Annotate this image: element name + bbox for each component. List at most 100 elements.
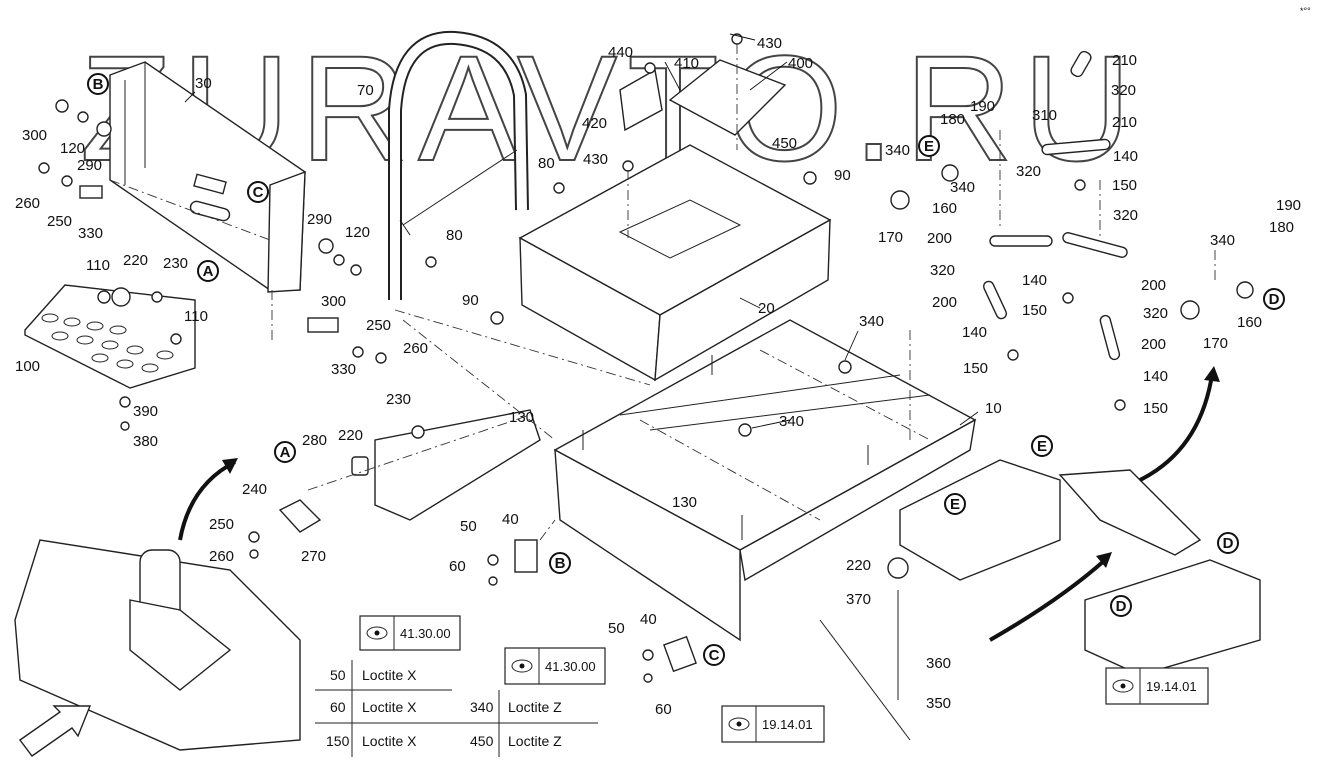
part-label: 290 [307, 211, 332, 228]
part-label: 120 [345, 224, 370, 241]
part-label: 90 [834, 167, 851, 184]
bracket-400 [619, 33, 787, 238]
part-label: 70 [357, 82, 374, 99]
part-label: 230 [163, 255, 188, 272]
part-label: 320 [1111, 82, 1136, 99]
loctite-product: Loctite X [362, 699, 417, 715]
part-label: 220 [846, 557, 871, 574]
part-label: 130 [672, 494, 697, 511]
loctite-part: 50 [330, 667, 346, 683]
part-label: 390 [133, 403, 158, 420]
part-label: 140 [1113, 148, 1138, 165]
part-label: 180 [940, 111, 965, 128]
reference-box: 41.30.00 [504, 647, 606, 685]
part-label: 420 [582, 115, 607, 132]
part-label: 90 [462, 292, 479, 309]
part-label: 220 [338, 427, 363, 444]
part-label: 380 [133, 433, 158, 450]
part-label: 220 [123, 252, 148, 269]
link-assembly [890, 50, 1254, 411]
curved-arrows [178, 366, 1220, 642]
part-label: 30 [195, 75, 212, 92]
part-label: 40 [502, 511, 519, 528]
detail-marker: D [1223, 535, 1234, 552]
loctite-part: 60 [330, 699, 346, 715]
part-label: 160 [932, 200, 957, 217]
loctite-product: Loctite X [362, 667, 417, 683]
part-label: 250 [209, 516, 234, 533]
part-label: 170 [1203, 335, 1228, 352]
brackets-40 [487, 539, 697, 683]
loctite-product: Loctite Z [508, 699, 562, 715]
part-label: 270 [301, 548, 326, 565]
reference-box: 19.14.01 [1105, 667, 1209, 705]
reference-code: 19.14.01 [1146, 679, 1197, 694]
part-labels: 30 300 120 290 260 250 330 290 120 300 1… [15, 35, 1301, 718]
part-label: 260 [209, 548, 234, 565]
detail-marker: C [709, 647, 720, 664]
part-label: 140 [1143, 368, 1168, 385]
part-label: 320 [1016, 163, 1041, 180]
part-label: 290 [77, 157, 102, 174]
projection-lines [271, 130, 1216, 541]
part-label: 200 [1141, 336, 1166, 353]
part-label: 340 [885, 142, 910, 159]
part-label: 240 [242, 481, 267, 498]
part-label: 150 [1022, 302, 1047, 319]
detail-marker: A [280, 444, 291, 461]
part-label: 350 [926, 695, 951, 712]
part-label: 330 [331, 361, 356, 378]
part-label: 340 [950, 179, 975, 196]
part-label: 140 [1022, 272, 1047, 289]
detail-marker: B [93, 76, 104, 93]
part-label: 150 [1143, 400, 1168, 417]
loctite-table: 50 Loctite X 60 Loctite X 340 Loctite Z … [315, 660, 598, 757]
detail-marker: E [924, 138, 934, 155]
part-label: 110 [184, 308, 208, 325]
handle-bar-70 [388, 30, 529, 300]
loctite-product: Loctite X [362, 733, 417, 749]
leader-lines [184, 33, 979, 429]
part-label: 160 [1237, 314, 1262, 331]
loctite-part: 450 [470, 733, 494, 749]
overview-machine [14, 539, 301, 751]
part-label: 450 [772, 135, 797, 152]
part-label: 320 [930, 262, 955, 279]
part-label: 100 [15, 358, 40, 375]
detail-marker: B [555, 555, 566, 572]
part-label: 210 [1112, 114, 1137, 131]
part-label: 190 [970, 98, 995, 115]
part-label: 200 [932, 294, 957, 311]
reference-box: 41.30.00 [359, 615, 461, 651]
part-label: 310 [1032, 107, 1057, 124]
part-label: 430 [583, 151, 608, 168]
part-label: 430 [757, 35, 782, 52]
part-label: 60 [655, 701, 672, 718]
part-label: 340 [779, 413, 804, 430]
part-label: 370 [846, 591, 871, 608]
bolts-80-90 [425, 171, 817, 325]
part-label: 330 [78, 225, 103, 242]
part-label: 80 [446, 227, 463, 244]
part-label: 40 [640, 611, 657, 628]
loctite-product: Loctite Z [508, 733, 562, 749]
part-label: 440 [608, 44, 633, 61]
part-label: 210 [1112, 52, 1137, 69]
part-label: 10 [985, 400, 1002, 417]
side-panel-30 [109, 61, 306, 293]
detail-marker: D [1269, 291, 1280, 308]
part-label: 150 [1112, 177, 1137, 194]
part-label: 200 [1141, 277, 1166, 294]
part-label: 300 [22, 127, 47, 144]
detail-marker: E [1037, 438, 1047, 455]
part-label: 170 [878, 229, 903, 246]
part-label: 230 [386, 391, 411, 408]
part-label: 130 [509, 409, 534, 426]
machine-detail-right [819, 459, 1261, 741]
part-label: 50 [460, 518, 477, 535]
cover-plate-20 [518, 144, 832, 382]
part-label: 80 [538, 155, 555, 172]
corner-mark: *°° [1300, 6, 1311, 16]
part-label: 250 [366, 317, 391, 334]
